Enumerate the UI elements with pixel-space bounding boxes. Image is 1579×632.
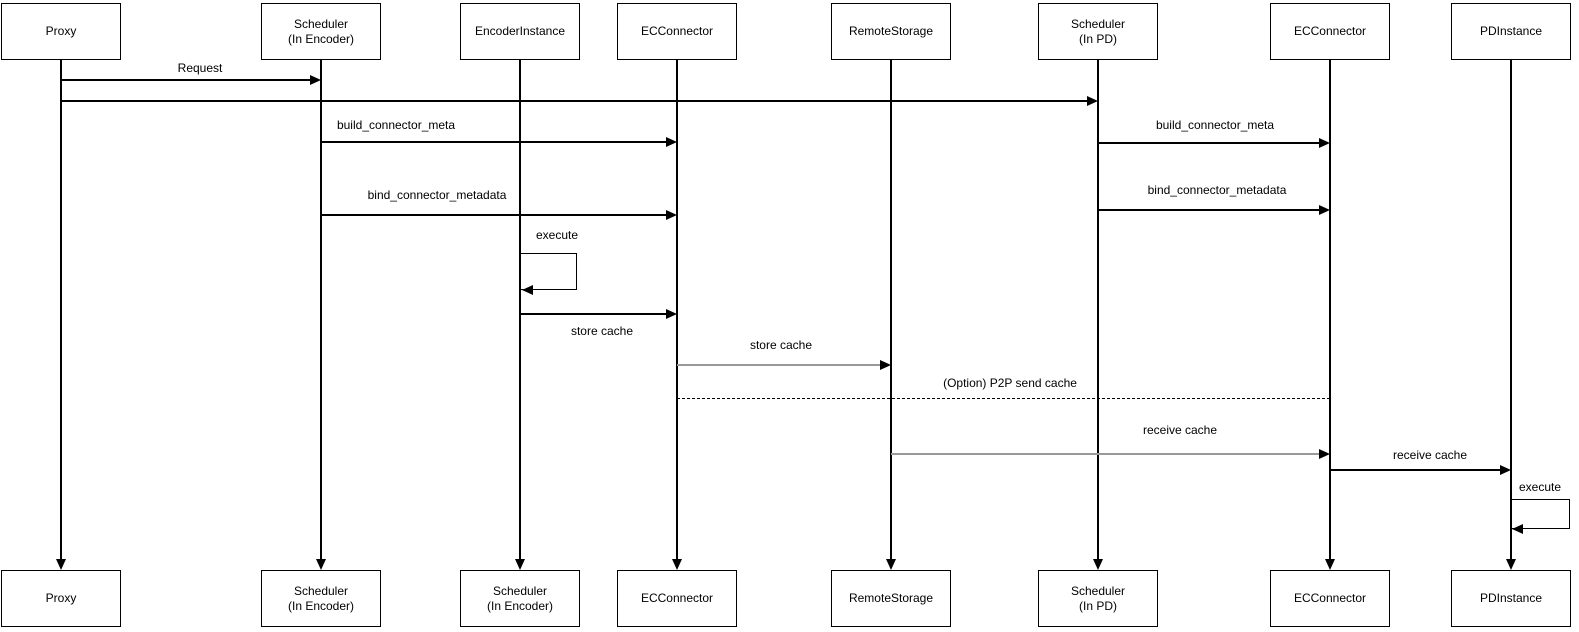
message-label-execute-pd: execute bbox=[1518, 480, 1562, 494]
actor-bottom-scheduler-encoder: Scheduler (In Encoder) bbox=[261, 570, 381, 627]
message-label-store-cache-1: store cache bbox=[570, 324, 634, 338]
actor-label: EncoderInstance bbox=[474, 24, 566, 38]
arrowhead-right-icon bbox=[1319, 138, 1330, 148]
actor-top-ecconnector-right: ECConnector bbox=[1270, 3, 1390, 60]
message-line-store-cache-1 bbox=[520, 313, 666, 315]
lifeline-end-arrow-icon bbox=[886, 559, 896, 570]
actor-top-encoderinstance: EncoderInstance bbox=[460, 3, 580, 60]
actor-bottom-scheduler-encoder-2: Scheduler (In Encoder) bbox=[460, 570, 580, 627]
arrowhead-right-icon bbox=[1319, 205, 1330, 215]
actor-top-remotestorage: RemoteStorage bbox=[831, 3, 951, 60]
lifeline-end-arrow-icon bbox=[316, 559, 326, 570]
actor-bottom-remotestorage: RemoteStorage bbox=[831, 570, 951, 627]
actor-label: ECConnector bbox=[640, 591, 714, 605]
message-label-bind-connector-metadata-left: bind_connector_metadata bbox=[367, 188, 507, 202]
actor-bottom-scheduler-pd: Scheduler (In PD) bbox=[1038, 570, 1158, 627]
actor-label: PDInstance bbox=[1479, 591, 1543, 605]
arrowhead-left-icon bbox=[522, 285, 533, 295]
actor-label: Scheduler (In PD) bbox=[1070, 583, 1126, 613]
actor-label: Proxy bbox=[45, 591, 77, 605]
arrowhead-right-icon bbox=[1500, 465, 1511, 475]
message-line-receive-cache-2 bbox=[1330, 469, 1500, 471]
arrowhead-right-icon bbox=[666, 210, 677, 220]
message-line-build-connector-meta-right bbox=[1098, 142, 1319, 144]
arrowhead-right-icon bbox=[310, 75, 321, 85]
message-line-request bbox=[61, 79, 310, 81]
actor-top-ecconnector-left: ECConnector bbox=[617, 3, 737, 60]
lifeline-end-arrow-icon bbox=[1506, 559, 1516, 570]
lifeline-proxy bbox=[60, 60, 62, 559]
actor-bottom-proxy: Proxy bbox=[1, 570, 121, 627]
actor-label: Proxy bbox=[45, 24, 77, 38]
actor-label: ECConnector bbox=[1293, 24, 1367, 38]
lifeline-end-arrow-icon bbox=[1093, 559, 1103, 570]
actor-top-pdinstance: PDInstance bbox=[1451, 3, 1571, 60]
lifeline-ecconnector-right bbox=[1329, 60, 1331, 559]
message-label-request: Request bbox=[177, 61, 223, 75]
message-line-build-connector-meta-left bbox=[321, 141, 666, 143]
arrowhead-right-icon bbox=[666, 309, 677, 319]
actor-bottom-ecconnector-right: ECConnector bbox=[1270, 570, 1390, 627]
self-loop-execute-encoder bbox=[521, 253, 577, 290]
actor-bottom-ecconnector-left: ECConnector bbox=[617, 570, 737, 627]
actor-top-proxy: Proxy bbox=[1, 3, 121, 60]
lifeline-remotestorage bbox=[890, 60, 892, 559]
message-line-store-cache-2 bbox=[677, 364, 880, 366]
lifeline-end-arrow-icon bbox=[515, 559, 525, 570]
message-line-p2p-send-cache-dashed bbox=[677, 398, 1330, 399]
arrowhead-right-icon bbox=[666, 137, 677, 147]
actor-label: ECConnector bbox=[1293, 591, 1367, 605]
arrowhead-right-icon bbox=[880, 360, 891, 370]
message-label-receive-cache-1: receive cache bbox=[1142, 423, 1218, 437]
message-label-build-connector-meta-left: build_connector_meta bbox=[336, 118, 456, 132]
lifeline-end-arrow-icon bbox=[1325, 559, 1335, 570]
message-label-bind-connector-metadata-right: bind_connector_metadata bbox=[1147, 183, 1287, 197]
message-label-p2p-send-cache: (Option) P2P send cache bbox=[943, 376, 1077, 390]
message-label-receive-cache-2: receive cache bbox=[1392, 448, 1468, 462]
actor-label: ECConnector bbox=[640, 24, 714, 38]
lifeline-end-arrow-icon bbox=[56, 559, 66, 570]
actor-label: PDInstance bbox=[1479, 24, 1543, 38]
actor-label: Scheduler (In Encoder) bbox=[287, 16, 355, 46]
lifeline-scheduler-encoder bbox=[320, 60, 322, 559]
lifeline-end-arrow-icon bbox=[672, 559, 682, 570]
message-line-bind-connector-metadata-right bbox=[1098, 209, 1319, 211]
arrowhead-right-icon bbox=[1087, 96, 1098, 106]
lifeline-encoderinstance bbox=[519, 60, 521, 559]
lifeline-pdinstance bbox=[1510, 60, 1512, 559]
message-line-receive-cache-1 bbox=[891, 453, 1319, 455]
message-label-store-cache-2: store cache bbox=[749, 338, 813, 352]
actor-top-scheduler-encoder: Scheduler (In Encoder) bbox=[261, 3, 381, 60]
arrowhead-left-icon bbox=[1512, 524, 1523, 534]
actor-label: RemoteStorage bbox=[848, 591, 934, 605]
arrowhead-right-icon bbox=[1319, 449, 1330, 459]
message-line-proxy-to-scheduler-pd bbox=[61, 100, 1087, 102]
actor-label: Scheduler (In PD) bbox=[1070, 16, 1126, 46]
actor-top-scheduler-pd: Scheduler (In PD) bbox=[1038, 3, 1158, 60]
self-loop-execute-pd bbox=[1511, 499, 1570, 529]
actor-label: Scheduler (In Encoder) bbox=[287, 583, 355, 613]
message-label-execute-encoder: execute bbox=[535, 228, 579, 242]
lifeline-scheduler-pd bbox=[1097, 60, 1099, 559]
actor-label: RemoteStorage bbox=[848, 24, 934, 38]
actor-label: Scheduler (In Encoder) bbox=[486, 583, 554, 613]
message-label-build-connector-meta-right: build_connector_meta bbox=[1155, 118, 1275, 132]
message-line-bind-connector-metadata-left bbox=[321, 214, 666, 216]
actor-bottom-pdinstance: PDInstance bbox=[1451, 570, 1571, 627]
